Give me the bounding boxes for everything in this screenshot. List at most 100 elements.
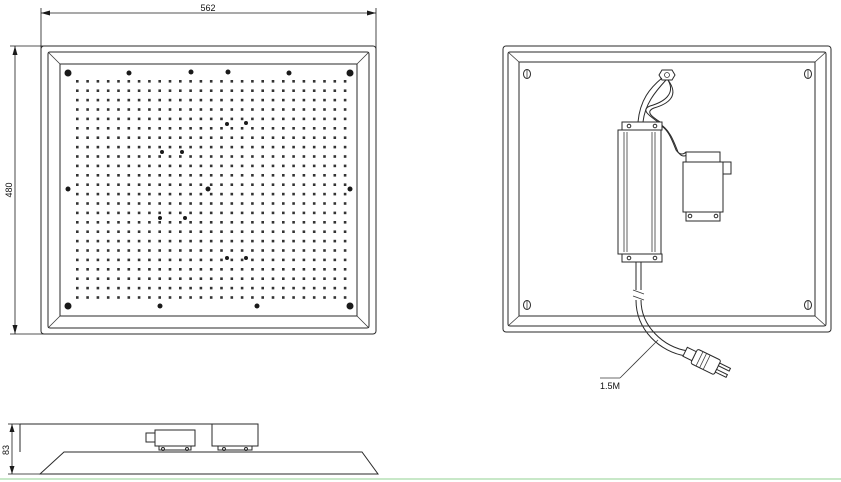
led-chip xyxy=(106,230,110,233)
led-chip xyxy=(230,249,234,252)
led-chip xyxy=(179,192,182,196)
led-chip xyxy=(158,296,161,299)
led-chip xyxy=(179,296,182,299)
led-chip xyxy=(271,211,275,215)
led-chip xyxy=(106,192,110,196)
led-chip xyxy=(199,221,203,224)
led-chip xyxy=(86,221,89,224)
front-screws xyxy=(64,69,354,310)
led-chip xyxy=(179,155,182,158)
led-chip xyxy=(271,221,275,224)
led-chip xyxy=(343,239,347,243)
led-chip xyxy=(292,117,295,121)
led-chip xyxy=(209,136,213,139)
screw-hole xyxy=(225,256,229,260)
led-chip xyxy=(333,268,337,271)
led-chip xyxy=(137,296,141,299)
led-chip xyxy=(251,192,254,196)
led-chip xyxy=(343,98,347,102)
led-chip xyxy=(240,174,244,177)
led-chip xyxy=(168,155,172,158)
led-chip xyxy=(343,296,347,299)
led-chip xyxy=(158,268,161,271)
led-chip xyxy=(292,174,295,177)
led-chip xyxy=(282,164,285,168)
cable-gland xyxy=(658,69,676,81)
led-chip xyxy=(117,268,120,271)
led-chip xyxy=(251,230,254,233)
led-chip xyxy=(76,286,79,290)
led-chip xyxy=(209,174,213,177)
led-chip xyxy=(240,211,244,215)
led-chip xyxy=(323,117,326,121)
led-chip xyxy=(189,249,192,252)
led-chip xyxy=(158,145,161,149)
led-chip xyxy=(343,164,347,168)
led-chip xyxy=(199,155,203,158)
led-chip xyxy=(86,117,89,121)
led-chip xyxy=(179,258,182,262)
led-chip xyxy=(292,258,295,262)
led-chip xyxy=(282,268,285,271)
led-chip xyxy=(86,183,89,186)
led-chip xyxy=(199,89,203,92)
screw-hole xyxy=(157,303,163,309)
led-chip xyxy=(240,136,244,139)
led-chip xyxy=(199,183,203,186)
led-chip xyxy=(230,117,234,121)
led-chip xyxy=(117,296,120,299)
led-chip xyxy=(323,155,326,158)
led-chip xyxy=(137,98,141,102)
led-chip xyxy=(209,268,213,271)
led-chip xyxy=(127,89,131,92)
led-chip xyxy=(189,127,192,130)
led-chip xyxy=(333,192,337,196)
led-chip xyxy=(261,286,264,290)
led-chip xyxy=(302,145,306,149)
led-chip xyxy=(158,202,161,205)
led-chip xyxy=(96,155,100,158)
led-chip xyxy=(209,80,213,83)
led-chip xyxy=(302,89,306,92)
led-chip xyxy=(137,117,141,121)
led-chip xyxy=(230,183,234,186)
led-chip xyxy=(261,108,264,111)
screw-hole xyxy=(347,186,353,192)
led-chip xyxy=(343,80,347,83)
led-chip xyxy=(343,155,347,158)
led-chip xyxy=(261,211,264,215)
led-chip xyxy=(271,136,275,139)
led-chip xyxy=(209,108,213,111)
led-chip xyxy=(168,183,172,186)
led-chip xyxy=(292,183,295,186)
led-chip xyxy=(343,221,347,224)
led-chip xyxy=(271,117,275,121)
led-chip xyxy=(292,286,295,290)
led-chip xyxy=(189,98,192,102)
screw-hole xyxy=(180,150,184,154)
led-chip xyxy=(209,98,213,102)
led-chip xyxy=(220,239,223,243)
led-chip xyxy=(189,296,192,299)
led-chip xyxy=(240,277,244,280)
led-chip xyxy=(76,80,79,83)
led-chip xyxy=(209,155,213,158)
led-chip xyxy=(302,258,306,262)
led-chip xyxy=(230,258,234,262)
led-chip xyxy=(323,211,326,215)
front-panel xyxy=(59,63,358,317)
led-chip xyxy=(271,296,275,299)
led-chip xyxy=(251,277,254,280)
led-chip xyxy=(96,211,100,215)
led-chip xyxy=(117,202,120,205)
led-chip xyxy=(76,136,79,139)
led-chip xyxy=(76,89,79,92)
led-chip xyxy=(323,286,326,290)
led-chip xyxy=(271,155,275,158)
led-chip xyxy=(158,221,161,224)
led-chip xyxy=(158,117,161,121)
led-chip xyxy=(333,239,337,243)
led-chip xyxy=(271,249,275,252)
led-chip xyxy=(76,127,79,130)
led-chip xyxy=(106,211,110,215)
